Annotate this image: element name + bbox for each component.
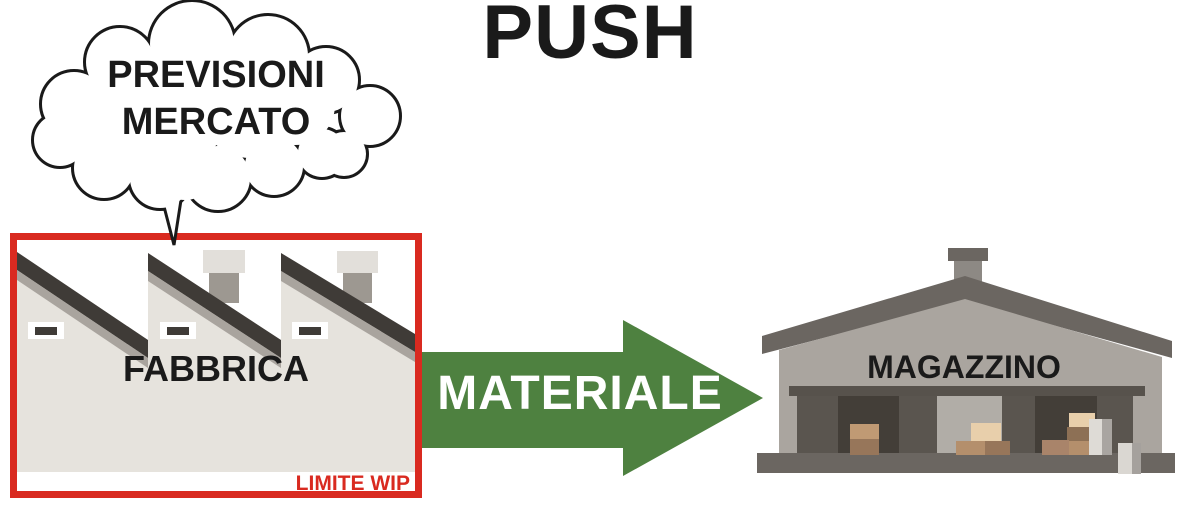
factory-roof-mid <box>281 271 415 362</box>
factory-body <box>17 252 415 472</box>
warehouse-roof <box>762 276 1172 358</box>
factory-window-slit <box>167 327 189 335</box>
warehouse-chimney-cap <box>948 248 988 261</box>
factory-label: FABBRICA <box>123 348 309 389</box>
warehouse-beam <box>789 386 1145 396</box>
factory-window-slit <box>35 327 57 335</box>
warehouse-platform <box>757 453 1175 473</box>
warehouse-illustration <box>757 248 1175 474</box>
factory-illustration <box>10 233 422 498</box>
factory-chimney-cap <box>203 250 245 273</box>
material-flow-arrow <box>422 320 763 476</box>
factory-roof-mid <box>148 271 281 368</box>
factory-roof-dark <box>148 253 281 358</box>
cargo-crate-side <box>1132 443 1141 474</box>
cargo-box <box>850 439 879 455</box>
cargo-box <box>971 423 1001 441</box>
cargo-crate <box>1089 419 1102 455</box>
factory-window-slit <box>299 327 321 335</box>
warehouse-label: MAGAZZINO <box>867 349 1061 385</box>
cargo-box <box>1069 441 1090 455</box>
factory-roof-mid <box>17 270 148 368</box>
cargo-box <box>1069 413 1095 427</box>
page-title: PUSH <box>482 0 698 75</box>
cargo-crate-side <box>1102 419 1112 455</box>
market-forecast-cloud-text: PREVISIONI MERCATO <box>107 52 325 146</box>
cloud-text-line1: PREVISIONI <box>107 54 325 96</box>
cargo-box <box>1042 440 1069 455</box>
cargo-crate <box>1118 443 1132 474</box>
cloud-bubble <box>31 0 402 246</box>
cargo-box <box>1067 427 1089 441</box>
cargo-box <box>850 424 879 439</box>
factory-chimney-cap <box>337 251 378 273</box>
factory-roof-dark <box>17 252 148 358</box>
cargo-box <box>956 441 985 455</box>
factory-roof-dark <box>281 253 415 352</box>
cloud-text-line2: MERCATO <box>121 101 311 143</box>
wip-limit-label: LIMITE WIP <box>295 472 410 495</box>
cargo-box <box>985 441 1010 455</box>
material-arrow-label: MATERIALE <box>437 367 723 420</box>
